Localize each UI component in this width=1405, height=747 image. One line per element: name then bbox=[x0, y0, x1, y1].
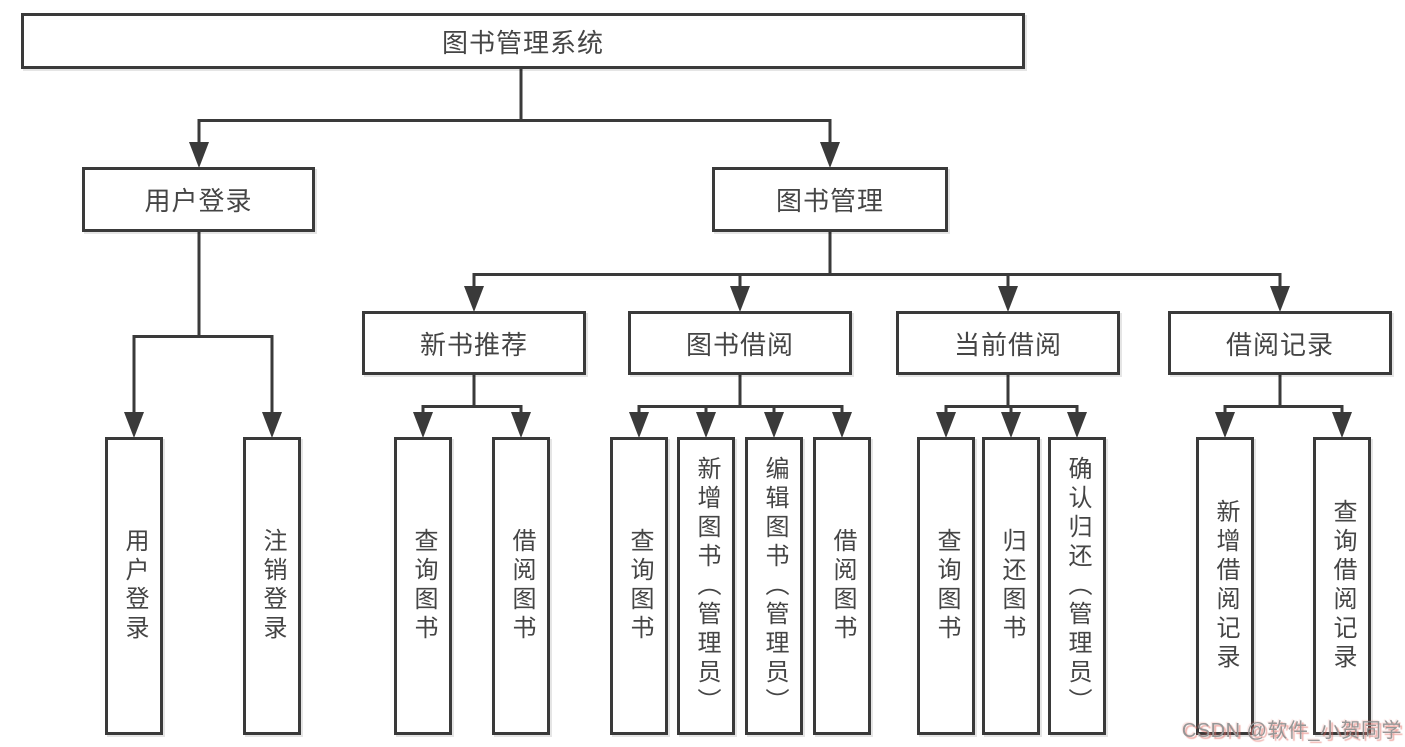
node-leaf-confirm-return-admin: 确认归还（管理员） bbox=[1048, 437, 1106, 735]
node-leaf-borrow-book-borrow: 借阅图书 bbox=[813, 437, 871, 735]
node-library-management-system: 图书管理系统 bbox=[21, 13, 1025, 69]
arrowhead-edit-book-admin bbox=[764, 412, 784, 438]
node-leaf-query-borrow-record: 查询借阅记录 bbox=[1313, 437, 1371, 735]
connector-borrowrecord-bar bbox=[1223, 405, 1344, 412]
arrowhead-user-login bbox=[189, 142, 209, 168]
arrowhead-borrow-book-borrow bbox=[832, 412, 852, 438]
node-leaf-query-book-borrow: 查询图书 bbox=[610, 437, 668, 735]
arrowhead-borrow-record bbox=[1270, 286, 1290, 312]
node-leaf-add-borrow-record: 新增借阅记录 bbox=[1196, 437, 1254, 735]
node-book-management: 图书管理 bbox=[712, 167, 948, 232]
node-leaf-edit-book-admin: 编辑图书（管理员） bbox=[745, 437, 803, 735]
node-leaf-return-book: 归还图书 bbox=[982, 437, 1040, 735]
arrowhead-return-book bbox=[1001, 412, 1021, 438]
arrowhead-query-borrow-record bbox=[1332, 412, 1352, 438]
arrowhead-query-book-current bbox=[936, 412, 956, 438]
arrowhead-add-borrow-record bbox=[1215, 412, 1235, 438]
arrowhead-book-management bbox=[820, 142, 840, 168]
arrowhead-new-book-recommend bbox=[464, 286, 484, 312]
node-book-borrow: 图书借阅 bbox=[628, 311, 852, 375]
connector-level3-bar bbox=[472, 273, 1282, 286]
arrowhead-query-book-recommend bbox=[413, 412, 433, 438]
arrowhead-login bbox=[124, 412, 144, 438]
connector-bookborrow-bar bbox=[637, 405, 844, 412]
arrowhead-current-borrow bbox=[998, 286, 1018, 312]
node-borrow-record: 借阅记录 bbox=[1168, 311, 1392, 375]
connector-newbook-bar bbox=[421, 405, 523, 412]
node-leaf-logout: 注销登录 bbox=[243, 437, 301, 735]
watermark: CSDN @软件_小贺同学 bbox=[1181, 720, 1402, 742]
arrowhead-logout bbox=[262, 412, 282, 438]
node-leaf-login: 用户登录 bbox=[105, 437, 163, 735]
arrowhead-book-borrow bbox=[730, 286, 750, 312]
arrowhead-query-book-borrow bbox=[629, 412, 649, 438]
node-leaf-query-book-recommend: 查询图书 bbox=[394, 437, 452, 735]
arrowhead-confirm-return-admin bbox=[1067, 412, 1087, 438]
node-leaf-query-book-current: 查询图书 bbox=[917, 437, 975, 735]
node-leaf-borrow-book-recommend: 借阅图书 bbox=[492, 437, 550, 735]
connector-userlogin-bar bbox=[132, 335, 274, 412]
node-new-book-recommend: 新书推荐 bbox=[362, 311, 586, 375]
arrowhead-add-book-admin bbox=[696, 412, 716, 438]
arrowhead-borrow-book-recommend bbox=[511, 412, 531, 438]
node-current-borrow: 当前借阅 bbox=[896, 311, 1120, 375]
connector-level2-bar bbox=[197, 119, 832, 142]
node-user-login: 用户登录 bbox=[82, 167, 315, 232]
node-leaf-add-book-admin: 新增图书（管理员） bbox=[677, 437, 735, 735]
